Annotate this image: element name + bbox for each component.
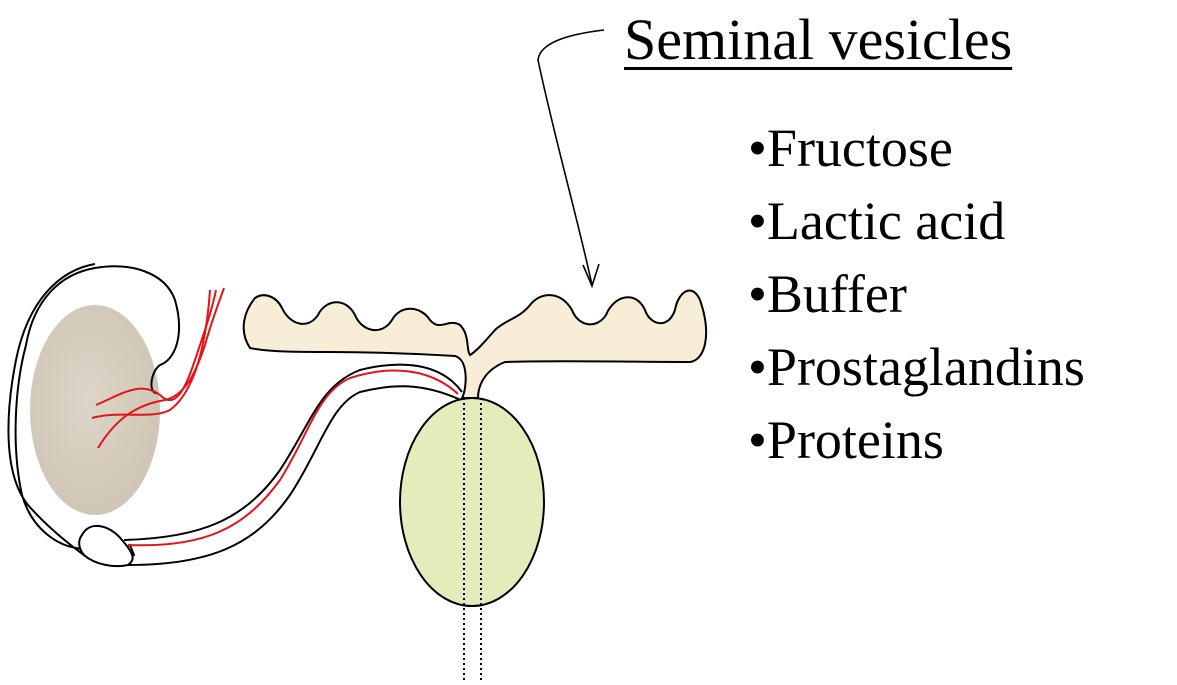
bullet-glyph: • [748,404,767,477]
seminal-vesicles [244,291,706,398]
list-item: •Prostaglandins [748,331,1085,404]
pointer-arrow [538,30,604,285]
list-item-label: Fructose [767,118,953,178]
prostate [400,398,544,606]
testis [30,305,160,515]
vas-deferens-tube [79,526,132,566]
bullet-glyph: • [748,112,767,185]
diagram-title: Seminal vesicles [624,8,1012,72]
bullet-glyph: • [748,185,767,258]
list-item: •Buffer [748,258,1085,331]
list-item-label: Prostaglandins [767,337,1085,397]
list-item: •Fructose [748,112,1085,185]
pointer-arrowhead [583,264,599,286]
list-item-label: Lactic acid [767,191,1005,251]
list-item: •Proteins [748,404,1085,477]
list-item-label: Buffer [767,264,907,324]
bullet-glyph: • [748,331,767,404]
bullet-glyph: • [748,258,767,331]
list-item-label: Proteins [767,410,944,470]
component-list: •Fructose •Lactic acid •Buffer •Prostagl… [748,112,1085,477]
list-item: •Lactic acid [748,185,1085,258]
